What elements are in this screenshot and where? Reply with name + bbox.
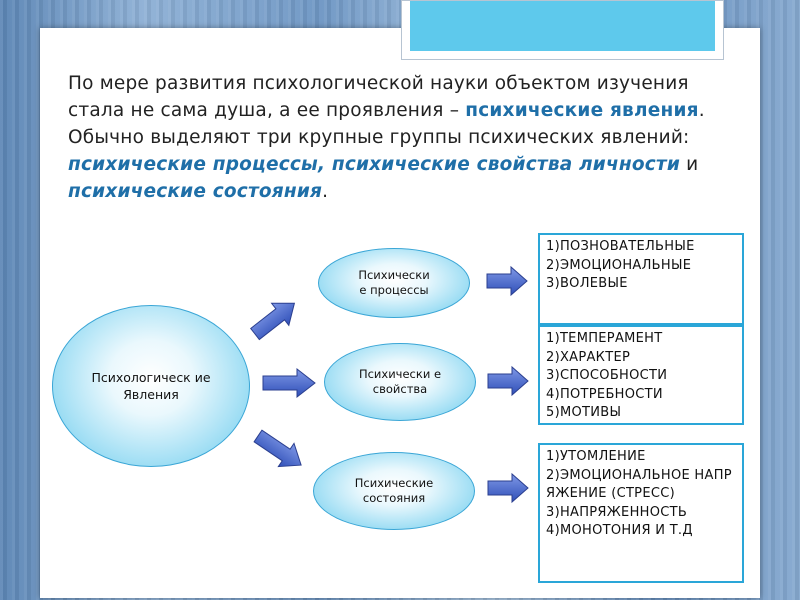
arrow-to-states — [253, 429, 302, 468]
intro-text-2: . Обычно выделяют три крупные группы пси… — [68, 100, 705, 148]
node-processes-label: Психически е процессы — [358, 268, 430, 297]
list-processes: 1)ПОЗНОВАТЕЛЬНЫЕ 2)ЭМОЦИОНАЛЬНЫЕ 3)ВОЛЕВ… — [538, 233, 744, 325]
list-item: 5)МОТИВЫ — [546, 405, 622, 420]
arrow-to-processes — [249, 302, 296, 341]
node-states-label: Психические состояния — [354, 476, 434, 505]
node-states: Психические состояния — [313, 452, 475, 530]
list-item: 3)ВОЛЕВЫЕ — [546, 276, 628, 291]
title-placeholder-frame — [401, 0, 724, 60]
list-item: 4)МОНОТОНИЯ И Т.Д — [546, 523, 693, 538]
intro-text-1: По мере развития психологической науки о… — [68, 73, 689, 121]
node-root-label: Психологическ ие Явления — [91, 370, 211, 402]
list-item: 2)ХАРАКТЕР — [546, 349, 631, 365]
node-processes: Психически е процессы — [318, 248, 470, 318]
list-item: 1)УТОМЛЕНИЕ — [546, 449, 646, 464]
arrow-to-properties — [262, 367, 316, 399]
list-item: 2)ЭМОЦИОНАЛЬНЫЕ — [546, 257, 692, 273]
list-states: 1)УТОМЛЕНИЕ 2)ЭМОЦИОНАЛЬНОЕ НАПРЯЖЕНИЕ (… — [538, 443, 744, 583]
node-properties-label: Психически е свойства — [358, 367, 442, 396]
list-item: 1)ТЕМПЕРАМЕНТ — [546, 331, 663, 346]
list-item: 4)ПОТРЕБНОСТИ — [546, 386, 663, 402]
term-states: психические состояния — [68, 181, 323, 202]
intro-paragraph: По мере развития психологической науки о… — [68, 70, 733, 205]
node-properties: Психически е свойства — [324, 343, 476, 421]
term-psychic-phenomena: психические явления — [465, 100, 699, 121]
intro-text-3: и — [680, 154, 699, 175]
arrow-states-list — [487, 472, 529, 504]
arrow-processes-list — [486, 265, 528, 297]
list-properties: 1)ТЕМПЕРАМЕНТ 2)ХАРАКТЕР 3)СПОСОБНОСТИ 4… — [538, 325, 744, 425]
node-root: Психологическ ие Явления — [52, 305, 250, 467]
term-processes-properties: психические процессы, психические свойст… — [68, 154, 681, 175]
intro-text-4: . — [322, 181, 329, 202]
list-item: 1)ПОЗНОВАТЕЛЬНЫЕ — [546, 239, 695, 254]
list-item: 2)ЭМОЦИОНАЛЬНОЕ НАПРЯЖЕНИЕ (СТРЕСС) — [546, 467, 732, 502]
list-item: 3)СПОСОБНОСТИ — [546, 368, 668, 383]
list-item: 3)НАПРЯЖЕННОСТЬ — [546, 504, 688, 520]
arrow-properties-list — [487, 365, 529, 397]
title-placeholder — [410, 1, 715, 51]
